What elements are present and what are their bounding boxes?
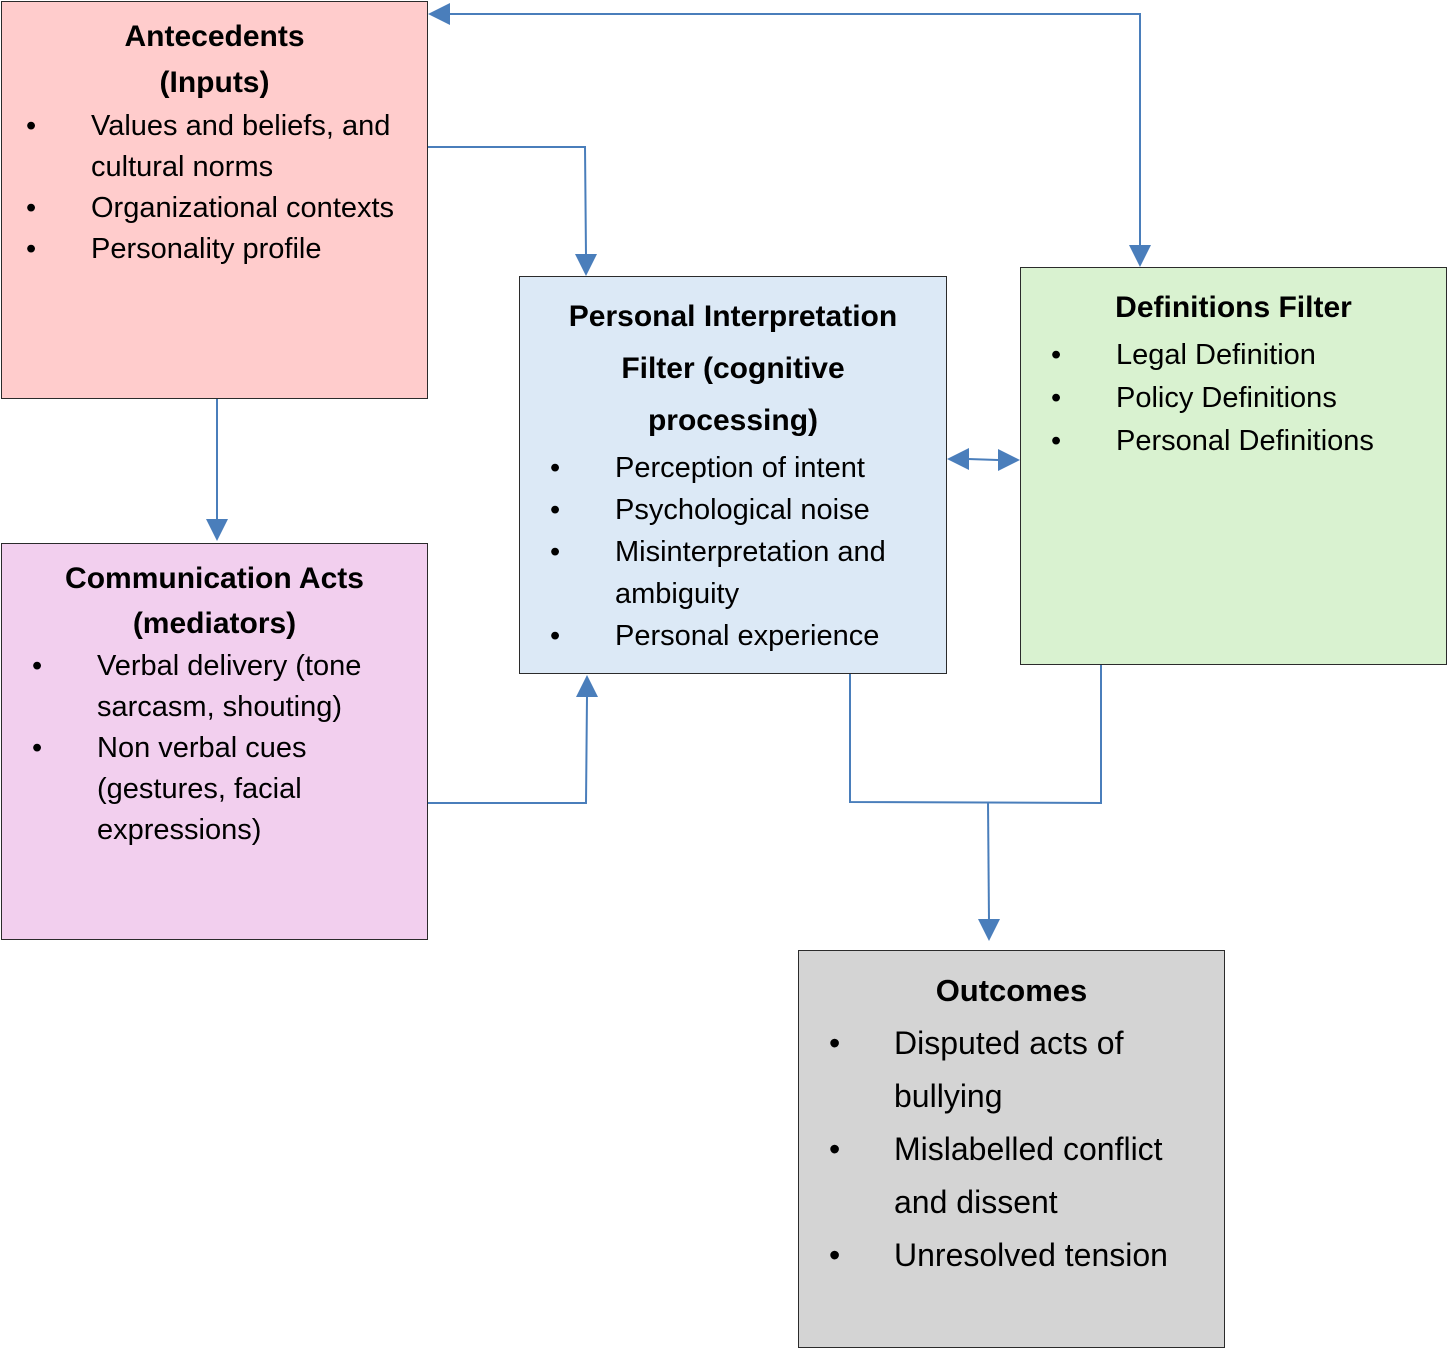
antecedents-title-line2: (Inputs) xyxy=(159,66,270,99)
list-item: • Unresolved tension xyxy=(815,1229,1208,1282)
list-item: • Perception of intent xyxy=(536,447,930,489)
bullet-icon: • xyxy=(550,452,561,484)
list-item: • Non verbal cues (gestures, facial expre… xyxy=(18,728,411,851)
bullet-icon: • xyxy=(26,110,37,142)
list-item: • Personal experience xyxy=(536,615,930,657)
list-item: • Psychological noise xyxy=(536,489,930,531)
arrow-communication-to-personal xyxy=(428,695,588,804)
personal-title: Personal Interpretation Filter (cognitiv… xyxy=(568,300,898,437)
arrow-personal-definitions-bidirectional xyxy=(967,458,999,461)
antecedents-title-line1: Antecedents xyxy=(124,20,305,53)
antecedents-box: Antecedents (Inputs) • Values and beliefs… xyxy=(1,1,428,399)
bullet-icon: • xyxy=(32,650,43,682)
list-item: • Policy Definitions xyxy=(1037,377,1430,420)
list-item: • Values and beliefs, and cultural norms xyxy=(18,106,411,188)
antecedents-title: Antecedents (Inputs) xyxy=(18,14,411,106)
list-item: • Legal Definition xyxy=(1037,334,1430,377)
arrowhead-communication-top xyxy=(206,519,228,541)
arrowhead-outcomes-top xyxy=(978,919,1000,941)
outcomes-item: Unresolved tension xyxy=(894,1237,1168,1273)
outcomes-box: Outcomes • Disputed acts of bullying • Mis… xyxy=(798,950,1225,1348)
antecedents-item: Organizational contexts xyxy=(91,192,395,224)
communication-title-line2: (mediators) xyxy=(132,607,297,640)
arrowhead-personal-top xyxy=(575,254,597,276)
definitions-item: Legal Definition xyxy=(1116,339,1316,371)
list-item: • Mislabelled conflict and dissent xyxy=(815,1123,1208,1229)
arrowhead-personal-bottom xyxy=(576,675,598,697)
arrowhead-personal-right xyxy=(947,448,969,470)
bullet-icon: • xyxy=(829,1131,841,1167)
list-item: • Misinterpretation and ambiguity xyxy=(536,531,930,615)
communication-list: • Verbal delivery (tone sarcasm, shouting… xyxy=(18,646,411,851)
personal-item: Misinterpretation and ambiguity xyxy=(615,536,886,610)
arrowhead-definitions-top xyxy=(1129,245,1151,267)
communication-item: Non verbal cues (gestures, facial expres… xyxy=(97,732,307,846)
personal-item: Personal experience xyxy=(615,620,880,652)
personal-item: Perception of intent xyxy=(615,452,865,484)
definitions-filter-box: Definitions Filter • Legal Definition • Po… xyxy=(1020,267,1447,665)
bullet-icon: • xyxy=(1051,425,1062,457)
outcomes-list: • Disputed acts of bullying • Mislabelled … xyxy=(815,1017,1208,1282)
personal-list: • Perception of intent • Psychological noi… xyxy=(536,447,930,657)
outcomes-title: Outcomes xyxy=(935,973,1088,1008)
communication-title-line1: Communication Acts xyxy=(65,562,364,595)
outcomes-item: Disputed acts of bullying xyxy=(894,1025,1124,1114)
list-item: • Verbal delivery (tone sarcasm, shouting… xyxy=(18,646,411,728)
list-item: • Personal Definitions xyxy=(1037,420,1430,463)
arrowhead-definitions-left xyxy=(998,449,1020,471)
definitions-list: • Legal Definition • Policy Definitions • P… xyxy=(1037,334,1430,463)
personal-item: Psychological noise xyxy=(615,494,870,526)
arrow-definitions-antecedents-loop xyxy=(450,13,1141,247)
communication-item: Verbal delivery (tone sarcasm, shouting) xyxy=(97,650,362,723)
bullet-icon: • xyxy=(26,192,37,224)
arrowhead-antecedents-right xyxy=(428,3,450,25)
antecedents-item: Values and beliefs, and cultural norms xyxy=(91,110,391,183)
personal-interpretation-filter-box: Personal Interpretation Filter (cognitiv… xyxy=(519,276,947,674)
definitions-item: Personal Definitions xyxy=(1116,425,1374,457)
arrow-merge-to-outcomes xyxy=(987,801,990,922)
outcomes-item: Mislabelled conflict and dissent xyxy=(894,1131,1163,1220)
definitions-item: Policy Definitions xyxy=(1116,382,1337,414)
bullet-icon: • xyxy=(829,1025,841,1061)
bullet-icon: • xyxy=(26,233,37,265)
bullet-icon: • xyxy=(1051,382,1062,414)
bullet-icon: • xyxy=(550,536,561,568)
communication-acts-box: Communication Acts (mediators) • Verbal d… xyxy=(1,543,428,940)
bullet-icon: • xyxy=(1051,339,1062,371)
list-item: • Organizational contexts xyxy=(18,188,411,229)
communication-title: Communication Acts (mediators) xyxy=(18,556,411,646)
list-item: • Disputed acts of bullying xyxy=(815,1017,1208,1123)
arrow-personal-to-merge xyxy=(849,665,1102,805)
bullet-icon: • xyxy=(829,1237,841,1273)
definitions-title: Definitions Filter xyxy=(1115,291,1352,324)
antecedents-item: Personality profile xyxy=(91,233,322,265)
bullet-icon: • xyxy=(32,732,43,764)
arrow-antecedents-to-personal xyxy=(428,146,587,257)
list-item: • Personality profile xyxy=(18,229,411,270)
bullet-icon: • xyxy=(550,494,561,526)
bullet-icon: • xyxy=(550,620,561,652)
antecedents-list: •Values and beliefs, and cultural norms … xyxy=(18,106,411,270)
